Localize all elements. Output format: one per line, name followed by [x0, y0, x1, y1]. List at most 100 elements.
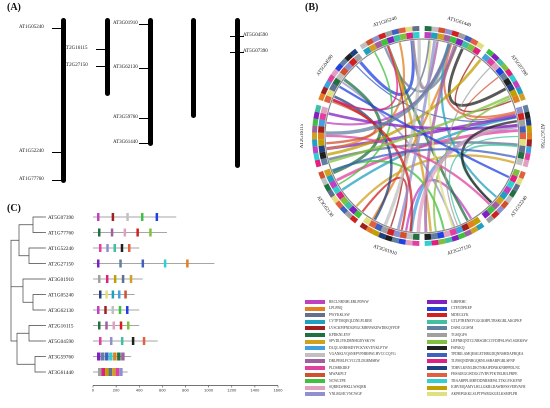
motif-block [111, 290, 115, 299]
legend-label: DAWLGGWM [451, 325, 474, 330]
ring-block [491, 53, 500, 62]
ring-block [318, 139, 325, 147]
legend-swatch [305, 379, 325, 384]
panel-b-label: (B) [305, 2, 319, 13]
circos-link [396, 40, 437, 230]
gene-label: AT3G01910 [113, 21, 138, 26]
ring-block [318, 92, 326, 102]
legend-swatch [427, 306, 447, 311]
gene-tick [139, 68, 153, 69]
ring-block [461, 40, 470, 49]
ring-block [518, 170, 526, 180]
ring-block [457, 32, 466, 40]
ring-block [393, 34, 401, 42]
gene-label: AT3G59760 [113, 115, 138, 120]
gene-label: AT5G04590 [243, 33, 268, 38]
ring-block [318, 132, 325, 140]
ring-block [330, 194, 340, 204]
ring-block [330, 68, 340, 78]
legend-label: DRLPERLFCVCGTLDGRMSRW [329, 358, 380, 363]
ring-block [512, 168, 521, 177]
motif-block [111, 213, 115, 221]
gene-row-label: AT3G01910 [48, 277, 74, 283]
ring-block [424, 32, 432, 39]
circos-link [328, 112, 518, 131]
ring-block [526, 125, 532, 133]
ring-block [406, 232, 414, 240]
motif-block [118, 306, 122, 314]
legend-label: LVSCKPIFNDGFIGCMHNWKEWDIKQYFDF [329, 325, 400, 330]
gene-tick [139, 118, 153, 119]
motif-block [113, 352, 117, 361]
gene-row-label: AT2G27150 [48, 262, 74, 268]
ring-block [436, 231, 445, 239]
ring-block [323, 95, 332, 104]
chromosome-5 [235, 18, 240, 168]
ring-block [368, 220, 378, 229]
ring-block [319, 112, 327, 121]
ring-block [320, 106, 329, 115]
ring-block [344, 210, 353, 219]
ring-block [506, 180, 515, 189]
legend-label: GIRFRHC [451, 299, 467, 304]
ring-block [339, 57, 349, 67]
motif-block [131, 337, 135, 345]
ring-block [475, 41, 485, 50]
ring-block [391, 236, 400, 244]
motif-block [142, 337, 146, 345]
legend-swatch [427, 359, 447, 364]
ring-block [329, 83, 338, 92]
axis-tick-label: 200 [113, 388, 120, 393]
legend-label: AKPRPGKKLSLPTPWRGKGELKSMPLPR [451, 391, 518, 396]
legend-swatch [305, 319, 325, 324]
motif-block [98, 321, 101, 330]
motif-block [117, 352, 121, 361]
ring-block [313, 111, 320, 120]
legend-label: FSPAKQ [451, 345, 465, 350]
ring-block [486, 57, 496, 67]
ring-block [518, 92, 526, 102]
legend-swatch [305, 385, 325, 390]
legend-swatch [305, 339, 325, 344]
ring-block [323, 80, 332, 89]
motif-block [113, 244, 116, 252]
motif-block [112, 368, 116, 376]
gene-row-label: AT3G59760 [48, 355, 74, 361]
ring-block [444, 236, 453, 244]
ring-block [508, 189, 517, 198]
ring-block [444, 28, 453, 36]
legend-label: SQRHLWHKLLWSQRR [329, 385, 366, 390]
ring-block [371, 35, 381, 43]
ring-block [481, 53, 491, 63]
ring-block [323, 183, 332, 192]
ring-block [412, 32, 420, 39]
motif-block [106, 244, 109, 252]
ring-block [362, 216, 372, 226]
ring-block [335, 200, 344, 209]
ring-block [455, 38, 464, 47]
legend-label: NCWLTPE [329, 378, 346, 383]
ring-block [374, 223, 383, 232]
circos-link [332, 46, 399, 111]
legend-swatch [427, 313, 447, 318]
motif-block [110, 228, 114, 237]
ring-block [405, 239, 413, 246]
motif-block [113, 275, 117, 283]
motif-block [128, 244, 131, 252]
ring-block [393, 230, 401, 238]
tree-branch [22, 278, 43, 303]
ring-block [384, 30, 393, 38]
legend-swatch [427, 346, 447, 351]
circos-link [325, 43, 452, 135]
motif-block [163, 259, 167, 268]
ring-block [466, 220, 476, 229]
legend-swatch [427, 352, 447, 357]
gene-structure-plot: AT5G07390AT1G77760AT1G52240AT2G27150AT3G… [10, 213, 283, 393]
ring-block [463, 35, 473, 43]
circos-link [332, 98, 414, 232]
ring-outline [324, 38, 520, 234]
ring-block [451, 234, 460, 242]
ring-block [508, 74, 517, 83]
ring-label: AT1G52240 [510, 195, 529, 218]
